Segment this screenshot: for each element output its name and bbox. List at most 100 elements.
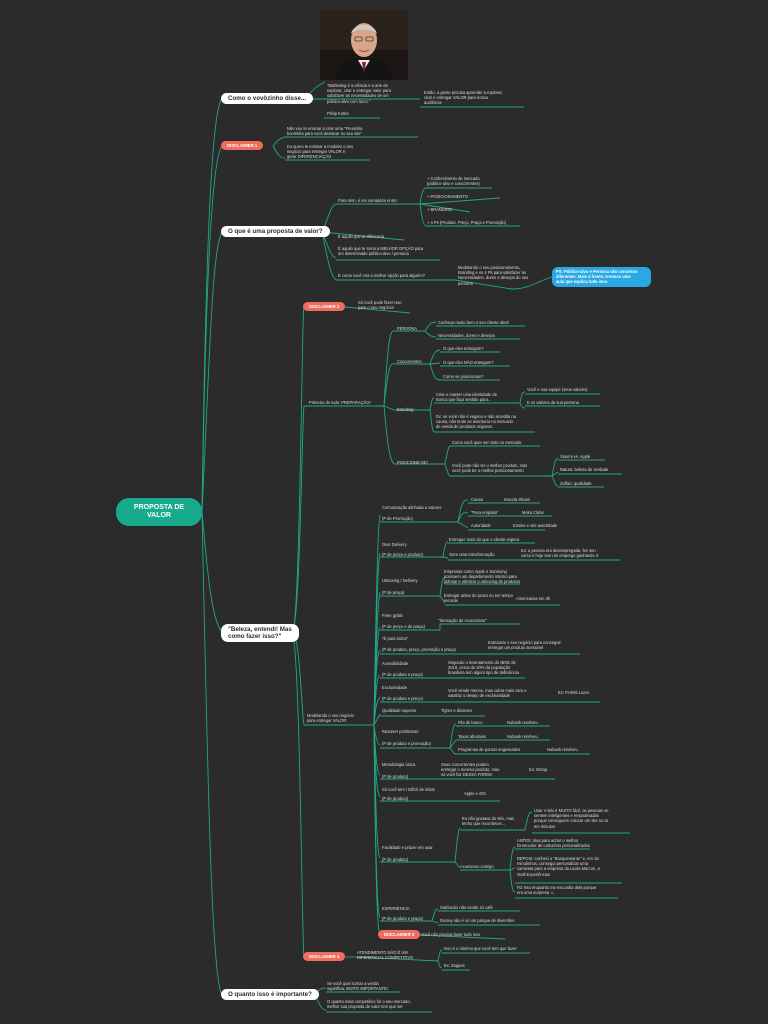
branch-importancia[interactable]: O quanto isso é importante? — [221, 989, 319, 1000]
branding-persona: E os valores da sua persona — [527, 400, 579, 405]
concorrentes-item-3: Como se posicionam? — [443, 374, 484, 379]
grupo-frete: Frete grátis — [382, 613, 403, 618]
grupo-acessibilidade-p: (P de produto e praça) — [382, 672, 423, 677]
valor-melhor-opcao: É aquilo que te torna a MELHOR OPÇÃO par… — [338, 246, 448, 256]
over-exemplo: Ex: a pessoa era desempregada, fez seu c… — [521, 548, 621, 558]
concorrentes-label: Concorrentes — [397, 359, 422, 364]
acess-ibge: Segundo o levantamento do IBGE de 2019, … — [448, 660, 533, 676]
grupo-metodologia: Metodologia única — [382, 762, 415, 767]
grupo-experiencia-p: (P de produto e praça) — [382, 916, 423, 921]
todos-estruturar: Estruturar o seu negócio para conseguir … — [488, 640, 588, 650]
grupo-facilidade-p: (P de produto) — [382, 857, 408, 862]
persona-item-2: Necessidades, dores e desejos — [438, 333, 495, 338]
over-transformacao: Gere uma transformação — [449, 552, 495, 557]
facil-wix-detalhe: Usar o Wix é MUITO fácil, as pessoas se … — [534, 808, 629, 829]
quote-reply: Então, a gente precisa aprender a explor… — [424, 90, 524, 106]
excl-exemplo: Ex: Ferletti Loom — [558, 690, 589, 695]
disclaimer-4-tag[interactable]: DISCLAIMER 4 — [303, 952, 345, 961]
valor-item-mercado: + Conhecimento de mercado (público-alvo … — [427, 176, 507, 186]
disclaimer-1-tag[interactable]: DISCLAIMER 1 — [221, 141, 263, 150]
grupo-para-todos-p: (P de produto, preço, promoção e praça) — [382, 647, 456, 652]
grupo-qualidade: Qualidade superior — [382, 708, 417, 713]
grupo-frete-p: (P de preço e de praça) — [382, 624, 425, 629]
kotler-author: Philip Kotler — [327, 111, 349, 116]
branch-vovo[interactable]: Como o vovôzinho disse... — [221, 93, 313, 104]
disclaimer-4-atendimento: ATENDIMENTO NÃO É UM DIFERENCIAL COMPETI… — [357, 950, 442, 960]
grupo-facilidade: Facilidade e prazer em usar — [382, 845, 433, 850]
over-entregue: Entregue mais do que o cliente espera — [449, 537, 519, 542]
grupo-unboxing-p: (P de praça) — [382, 590, 404, 595]
exp-starbucks: Starbucks não vende só café — [440, 905, 493, 910]
grupo-so-voce: Só você tem / Difícil de imitar — [382, 787, 435, 792]
branding-identidade: Criar e manter uma identidade de marca q… — [436, 392, 521, 402]
facil-aconteceu: Aconteceu comigo — [460, 864, 494, 869]
grupo-exclusividade-p: (P de produto e preço) — [382, 696, 423, 701]
grupo-para-todos: "É para todos" — [382, 636, 408, 641]
kotler-photo — [320, 10, 408, 80]
frete-sensacao: "Sensação de economizar" — [438, 618, 487, 623]
grupo-resolver: Resolver problemas — [382, 729, 418, 734]
disclaimer-3-tag[interactable]: DISCLAIMER 3 — [378, 930, 420, 939]
grupo-acessibilidade: Acessibilidade — [382, 661, 408, 666]
unbox-americanas: Americanas em 3h — [516, 596, 550, 601]
grupo-over-delivery: Over Delivery — [382, 542, 407, 547]
posicione-melhor: Você pode não ter o melhor produto, mas … — [452, 463, 552, 473]
posicione-ex-3: Zaffari: qualidade — [560, 481, 592, 486]
valor-item-branding: + BRANDING — [427, 207, 452, 212]
persona-item-1: Conheça muito bem o seu cliente ideal — [438, 320, 509, 325]
valor-diferencial: É aquilo que te diferencia — [338, 234, 384, 239]
valor-item-posicionamento: + POSICIONAMENTO — [427, 194, 468, 199]
grupo-unboxing: Unboxing / Delivery — [382, 578, 418, 583]
grupo-exclusividade: Exclusividade — [382, 685, 407, 690]
branch-como-fazer[interactable]: "Beleza, entendi! Mas como fazer isso?" — [221, 624, 299, 642]
disclaimer-3-text: Você não precisa fazer tudo isso — [421, 932, 480, 937]
facil-antes: ANTES: dias para achar o melhor forneced… — [517, 838, 607, 848]
com-autoridade: Autoridade — [471, 523, 491, 528]
root-node[interactable]: PROPOSTA DE VALOR — [116, 498, 202, 526]
concorrentes-item-1: O que eles entregam? — [443, 346, 484, 351]
resolver-fila-nubank: Nubank resolveu — [507, 720, 538, 725]
metod-exemplo: Ex: Wizup — [529, 767, 547, 772]
grupo-comunicacao-p: (P de Promoção) — [382, 516, 413, 521]
grupo-resolver-p: (P de produto e promoção) — [382, 741, 431, 746]
resolver-pontos-nubank: Nubank resolveu — [547, 747, 578, 752]
excl-vende-menos: Você vende menos, mas cobra mais caro e … — [448, 688, 553, 698]
grupo-so-voce-p: (P de produto) — [382, 796, 408, 801]
grupo-experiencia: EXPERIÊNCIA — [382, 906, 410, 911]
disclaimer-1-text-a: Não vou te ensinar a criar uma "Fresiinh… — [287, 126, 421, 136]
posicione-ex-2: Natura: beleza de verdade — [560, 467, 608, 472]
valor-como: E como você vira a melhor opção para alg… — [338, 273, 425, 278]
valor-item-4ps: + 4 Ps (Produto, Preço, Praça e Promoção… — [427, 220, 506, 225]
grupo-comunicacao: Comunicação alinhada a valores — [382, 505, 441, 510]
prep-title: Primeiro de tudo: PREPARAÇÃO! — [309, 400, 371, 405]
facil-depois: DEPOIS: conheci o "Busquemante" e, em 15… — [517, 856, 622, 877]
qual-ex: Tigres e dinamos — [441, 708, 472, 713]
grupo-metodologia-p: (P de produto) — [382, 774, 408, 779]
branding-equipe: Você e sua equipe (seus valores) — [527, 387, 588, 392]
branch-proposta-valor[interactable]: O que é uma proposta de valor? — [221, 226, 330, 237]
persona-label: PERSONA — [397, 326, 417, 331]
posicione-label: POSICIONE-SE! — [397, 460, 428, 465]
modelando-title: Modelando o seu negócio para entregar VA… — [307, 713, 372, 723]
posicione-visto: Como você quer ser visto no mercado. — [452, 440, 522, 445]
resolver-pontos: Programas de pontos engessados — [458, 747, 520, 752]
disclaimer-2-text: Só você pode fazer isso para o seu negóc… — [358, 300, 418, 310]
disclaimer-4-minimo: Isso é o mínimo que você tem que fazer — [444, 946, 517, 951]
com-empatia-ex: Moka Clube — [522, 510, 544, 515]
kotler-quote: "Marketing é a ciência e a arte de explo… — [327, 83, 417, 104]
com-empatia: "Pura empatia" — [471, 510, 498, 515]
com-autoridade-ex: Ensine e vire autoridade — [513, 523, 557, 528]
unbox-empresas: Empresas como Apple e Samsung possuem um… — [444, 569, 529, 585]
branding-label: Branding — [397, 407, 413, 412]
disclaimer-2-tag[interactable]: DISCLAIMER 2 — [303, 302, 345, 311]
valor-modelando: Modelando o seu posicionamento, Branding… — [458, 265, 548, 286]
importante-competitivo: O quanto mais competitivo for o seu merc… — [327, 999, 437, 1009]
facil-surpresa: Fiz isso enquanto me escondia dela porqu… — [517, 885, 617, 895]
metod-texto: Seus concorrentes podem entregar o mesmo… — [441, 762, 521, 778]
posicione-ex-1: Xiaomi vs. Apple — [560, 454, 590, 459]
com-causa: Causa — [471, 497, 483, 502]
unbox-prazo: Entregar antes do prazo ou em tempo reco… — [444, 593, 514, 603]
disclaimer-1-text-b: Eu quero te ensinar a modelar o seu negó… — [287, 144, 377, 160]
com-causa-ex: Insecta Shoes — [504, 497, 530, 502]
disclaimer-4-zappos: Ex: Zappos — [444, 963, 465, 968]
